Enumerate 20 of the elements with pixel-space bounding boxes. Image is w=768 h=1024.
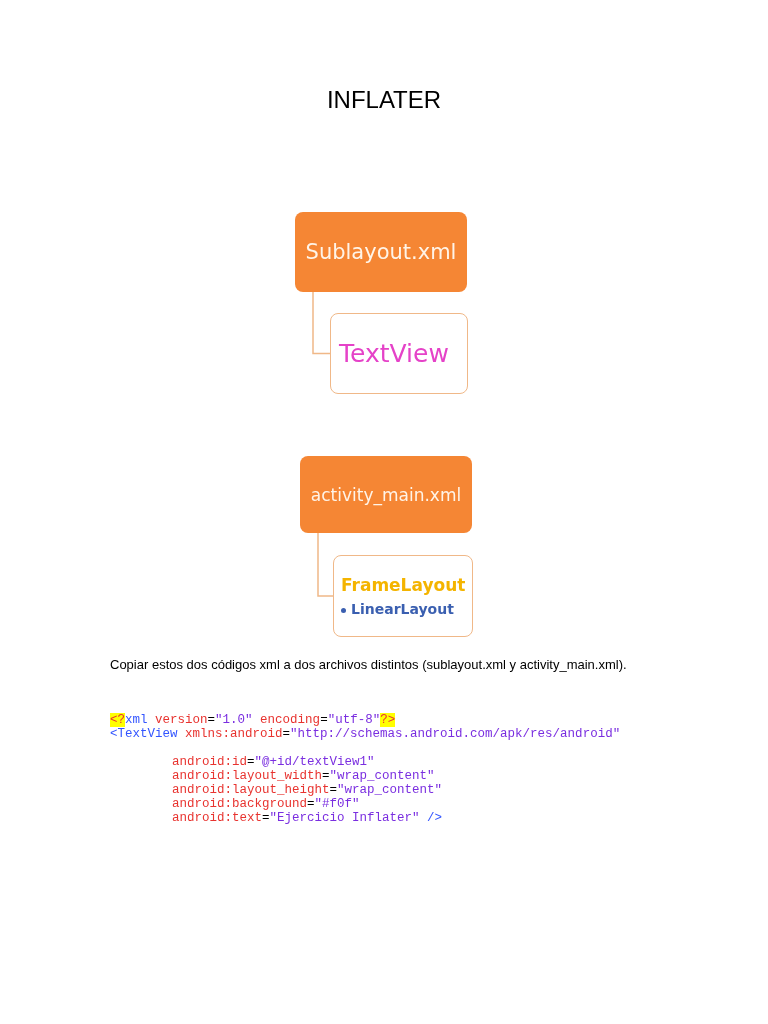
instruction-text: Copiar estos dos códigos xml a dos archivos distintos (sublayout.xml y activity_main.xml).: [110, 657, 627, 672]
code-line: <?xml version="1.0" encoding="utf-8"?>: [110, 713, 396, 727]
code-line: android:layout_height="wrap_content": [172, 783, 443, 797]
code-line: android:layout_width="wrap_content": [172, 769, 435, 783]
view-box: [333, 555, 473, 637]
file-name: Sublayout.xml: [305, 240, 457, 264]
file-box: [300, 456, 472, 533]
connector-line: [317, 532, 334, 597]
file-name: activity_main.xml: [310, 484, 462, 505]
code-line: <TextView xmlns:android="http://schemas.android.com/apk/res/android": [110, 727, 621, 741]
connector-line: [312, 291, 331, 355]
view-name: TextView: [339, 339, 450, 368]
code-line: android:background="#f0f": [172, 797, 360, 811]
code-line: android:text="Ejercicio Inflater" />: [172, 811, 443, 825]
code-line: android:id="@+id/textView1": [172, 755, 375, 769]
child-view-item: LinearLayout: [341, 601, 472, 617]
file-box: [295, 212, 467, 292]
view-box: [330, 313, 468, 394]
view-name: FrameLayout: [341, 575, 467, 595]
page-title: INFLATER: [325, 86, 443, 114]
